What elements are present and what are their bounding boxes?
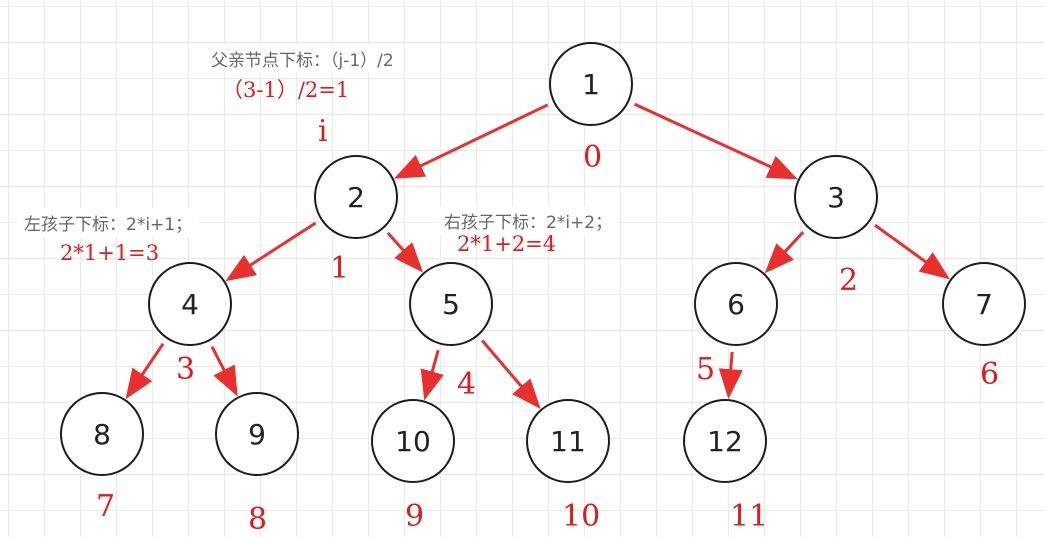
node-index-label: 2 — [839, 263, 859, 298]
tree-edge-arrow — [225, 221, 317, 282]
tree-node: 3 — [794, 155, 878, 239]
node-index-label: 0 — [583, 140, 603, 175]
node-index-label: 7 — [96, 489, 116, 524]
node-index-label: 1 — [330, 251, 350, 286]
node-index-label: 10 — [562, 499, 601, 534]
tree-node: 4 — [148, 262, 232, 346]
tree-edge-arrow — [125, 342, 165, 400]
tree-node: 2 — [314, 155, 398, 239]
node-index-label: 3 — [176, 352, 196, 387]
tree-node: 8 — [60, 392, 144, 476]
tree-edge-arrow — [386, 231, 424, 273]
tree-edge-arrow — [874, 223, 950, 280]
node-index-label: 9 — [405, 499, 425, 534]
tree-edge-arrow — [481, 339, 541, 410]
left-child-example: 2*1+1=3 — [60, 241, 160, 265]
i-marker: i — [318, 114, 328, 149]
tree-edge-arrow — [718, 351, 743, 400]
tree-node: 6 — [694, 262, 778, 346]
node-index-label: 6 — [980, 357, 1000, 392]
right-child-formula: 右孩子下标：2*i+2； — [438, 206, 619, 235]
tree-edge-arrow — [210, 345, 238, 397]
left-child-formula: 左孩子下标：2*i+1； — [18, 208, 199, 237]
tree-node: 5 — [409, 262, 493, 346]
tree-edge-arrow — [764, 231, 805, 274]
right-child-example: 2*1+2=4 — [457, 232, 557, 256]
tree-edge-arrow — [633, 102, 798, 180]
parent-example: （3-1）/2=1 — [222, 78, 350, 102]
tree-edge-arrow — [393, 103, 549, 179]
tree-node: 9 — [215, 392, 299, 476]
tree-node: 11 — [526, 399, 610, 483]
node-index-label: 11 — [730, 499, 769, 534]
tree-node: 1 — [549, 42, 633, 126]
tree-node: 7 — [942, 262, 1026, 346]
node-index-label: 8 — [248, 502, 268, 537]
tree-edge-arrow — [420, 349, 444, 401]
parent-formula: 父亲节点下标：（j-1）/2 — [205, 44, 400, 73]
node-index-label: 5 — [696, 352, 716, 387]
node-index-label: 4 — [457, 367, 477, 402]
tree-node: 12 — [683, 399, 767, 483]
tree-node: 10 — [371, 399, 455, 483]
